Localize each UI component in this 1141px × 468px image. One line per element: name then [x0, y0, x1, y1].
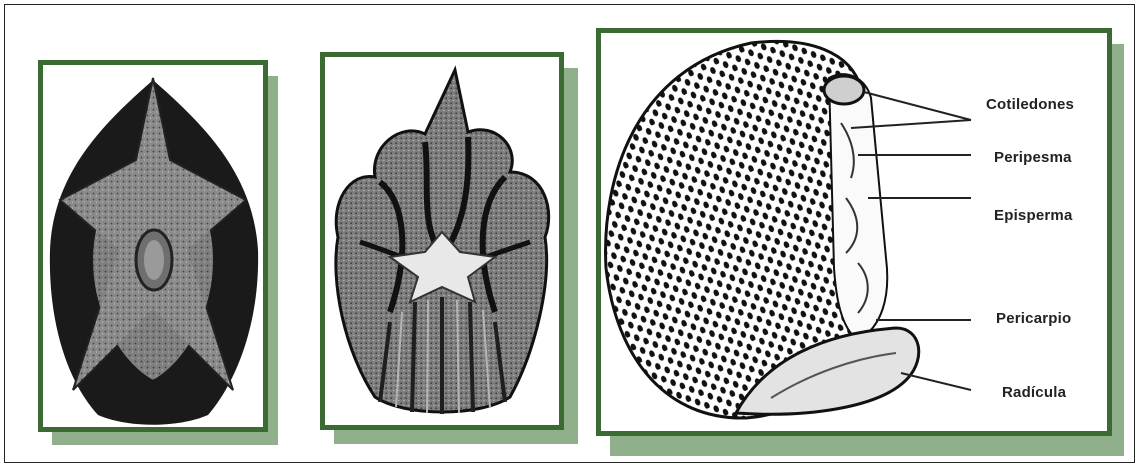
- seed-cross-section-b-illustration: [320, 52, 564, 430]
- seed-cross-section-a-illustration: [38, 60, 268, 432]
- panel-cross-section-b: [320, 52, 578, 444]
- label-peripesma: Peripesma: [994, 149, 1072, 166]
- seed-longitudinal-illustration: [596, 28, 1112, 436]
- panel-cross-section-a: [38, 60, 278, 445]
- label-episperma: Episperma: [994, 207, 1073, 224]
- label-pericarpio: Pericarpio: [996, 310, 1071, 327]
- label-radicula: Radícula: [1002, 384, 1066, 401]
- panel-longitudinal-view: Cotiledones Peripesma Episperma Pericarp…: [596, 28, 1124, 456]
- label-cotiledones: Cotiledones: [986, 96, 1074, 113]
